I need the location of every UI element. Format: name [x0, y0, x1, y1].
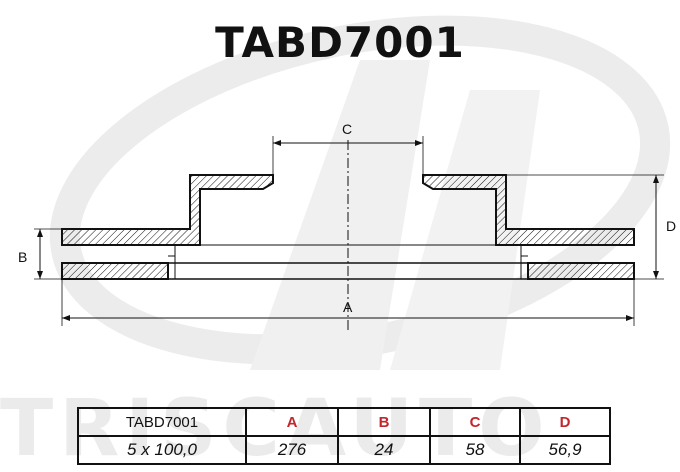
value-bolt-pattern: 5 x 100,0 [77, 435, 247, 465]
dimension-c-label: C [342, 121, 352, 137]
value-c: 58 [429, 435, 521, 465]
header-b: B [337, 407, 431, 437]
specification-table: TABD7001 A B C D 5 x 100,0 276 24 58 56,… [77, 407, 611, 465]
disc-lower-ring-left [61, 262, 169, 280]
header-a: A [245, 407, 339, 437]
value-a: 276 [245, 435, 339, 465]
dimension-d-label: D [666, 218, 676, 234]
table-header-row: TABD7001 A B C D [77, 407, 611, 437]
header-d: D [519, 407, 611, 437]
header-part-number: TABD7001 [77, 407, 247, 437]
disc-hat-section-left [61, 174, 274, 246]
disc-hat-section-right [422, 174, 635, 246]
header-c: C [429, 407, 521, 437]
disc-lower-ring-right [527, 262, 635, 280]
value-b: 24 [337, 435, 431, 465]
value-d: 56,9 [519, 435, 611, 465]
dimension-b-label: B [18, 249, 27, 265]
part-number-title: TABD7001 [215, 18, 465, 67]
dimension-a-label: A [343, 299, 353, 315]
table-values-row: 5 x 100,0 276 24 58 56,9 [77, 435, 611, 465]
